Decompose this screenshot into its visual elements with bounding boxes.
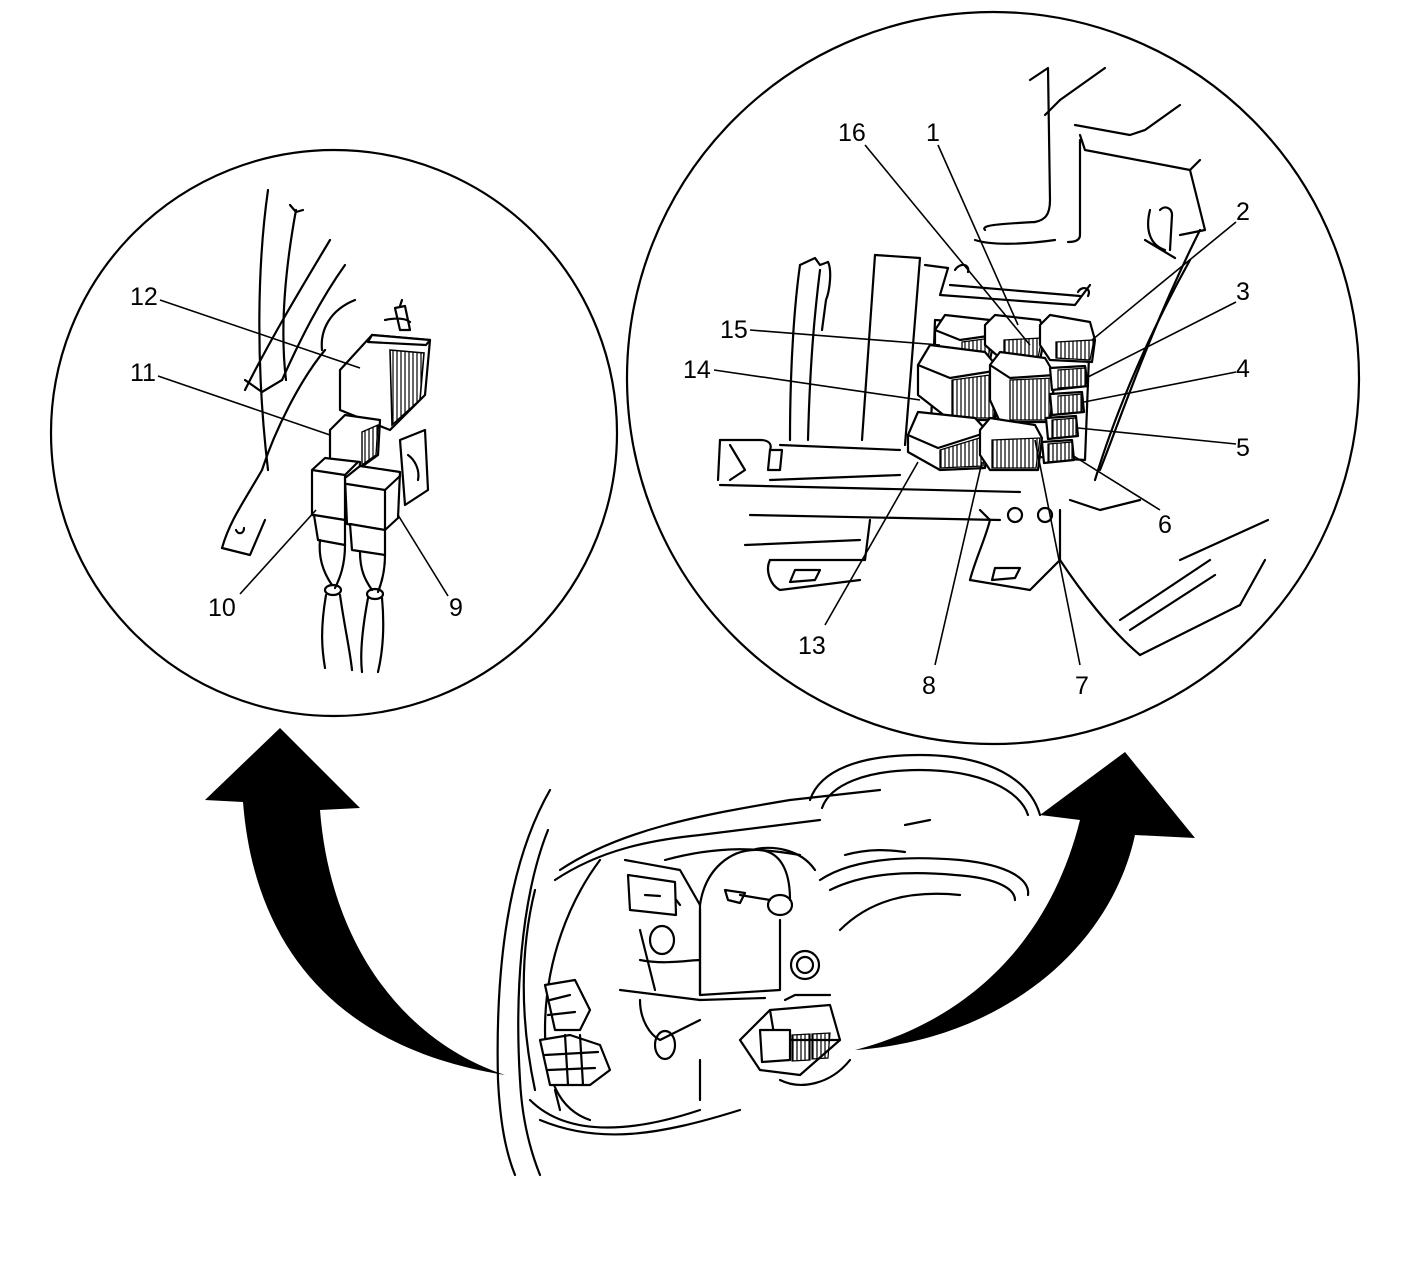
dashboard-overview-icon xyxy=(496,753,1042,1177)
relay-11 xyxy=(328,413,382,470)
relay-14 xyxy=(916,343,1002,422)
callout-4: 4 xyxy=(1236,355,1250,383)
right-detail-view: 16 1 2 3 4 5 6 7 8 13 14 15 xyxy=(625,10,1361,746)
right-carrier-structure xyxy=(716,253,1270,657)
leader-9 xyxy=(397,514,449,597)
relay-3 xyxy=(1048,364,1090,392)
leader-4 xyxy=(1083,371,1237,403)
left-pillar-trim xyxy=(220,188,412,557)
relay-8 xyxy=(978,416,1044,472)
leader-1 xyxy=(937,144,1019,326)
relay-block xyxy=(906,313,1097,472)
relay-2 xyxy=(1038,313,1097,364)
leader-15 xyxy=(749,329,941,346)
right-leader-lines xyxy=(713,144,1237,666)
callout-15: 15 xyxy=(720,316,748,344)
leader-7 xyxy=(1034,439,1081,666)
relay-4 xyxy=(1048,390,1086,417)
leader-16 xyxy=(864,144,1031,346)
leader-12 xyxy=(159,299,361,369)
callout-6: 6 xyxy=(1158,511,1172,539)
callout-7: 7 xyxy=(1075,672,1089,700)
callout-11: 11 xyxy=(130,359,156,387)
leader-10 xyxy=(239,509,317,595)
leader-3 xyxy=(1087,301,1237,378)
leader-14 xyxy=(713,369,921,401)
callout-10: 10 xyxy=(208,594,236,622)
left-detail-circle xyxy=(49,148,619,718)
leader-6 xyxy=(1071,454,1161,511)
callout-9: 9 xyxy=(449,594,463,622)
relay-13 xyxy=(906,410,990,472)
callout-3: 3 xyxy=(1236,278,1250,306)
left-leader-lines xyxy=(157,299,449,597)
relay-9 xyxy=(343,464,402,557)
leader-2 xyxy=(1091,221,1237,341)
left-connector-block xyxy=(398,428,430,507)
left-detail-view: 12 11 10 9 xyxy=(49,148,619,718)
callout-8: 8 xyxy=(922,672,936,700)
callout-16: 16 xyxy=(838,119,866,147)
callout-14: 14 xyxy=(683,356,711,384)
left-wire-harness xyxy=(318,538,387,674)
callout-5: 5 xyxy=(1236,434,1250,462)
callout-13: 13 xyxy=(798,632,826,660)
leader-13 xyxy=(824,461,919,626)
relay-center-upper xyxy=(988,350,1057,424)
callout-12: 12 xyxy=(130,283,158,311)
relay-12 xyxy=(338,298,432,432)
relay-5 xyxy=(1044,414,1080,441)
leader-8 xyxy=(934,461,983,666)
leader-5 xyxy=(1077,427,1237,445)
right-detail-circle xyxy=(625,10,1361,746)
leader-11 xyxy=(157,375,331,436)
callout-2: 2 xyxy=(1236,198,1250,226)
curved-arrow-up-right-icon xyxy=(855,752,1195,1050)
relay-6 xyxy=(1040,438,1076,465)
right-door-trim xyxy=(973,66,1207,482)
curved-arrow-up-left-icon xyxy=(205,728,505,1075)
callout-1: 1 xyxy=(926,119,940,147)
